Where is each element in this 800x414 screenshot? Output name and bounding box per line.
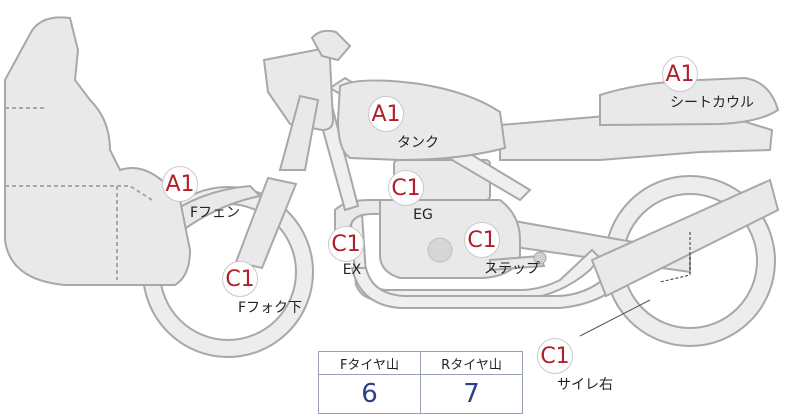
front-tire-header: Fタイヤ山 xyxy=(318,351,421,375)
seat-cowl-label: シートカウル xyxy=(670,95,754,111)
front-fender-grade: A1 xyxy=(162,166,198,202)
step-grade: C1 xyxy=(464,222,500,258)
front-fork-lower-shape xyxy=(234,176,298,270)
muffler xyxy=(590,178,780,298)
rear-tire-value: 7 xyxy=(420,374,523,414)
exhaust-grade: C1 xyxy=(328,226,364,262)
tank-label: タンク xyxy=(397,135,439,151)
front-fender-label: Fフェン xyxy=(189,205,241,221)
muffler-right-grade: C1 xyxy=(537,338,573,374)
exhaust-label: EX xyxy=(342,262,362,278)
tire-tread-table: Fタイヤ山 Rタイヤ山 6 7 xyxy=(318,351,523,414)
seat-cowl-shape xyxy=(599,76,780,127)
front-fork xyxy=(278,94,320,171)
muffler-right-label: サイレ右 xyxy=(557,377,613,393)
engine-block xyxy=(379,159,521,279)
rear-tire-header: Rタイヤ山 xyxy=(420,351,523,375)
tank-grade: A1 xyxy=(368,96,404,132)
seat-cowl-grade: A1 xyxy=(662,56,698,92)
muffler-marker xyxy=(659,232,691,283)
step-shape xyxy=(489,254,546,272)
front-fork-lower-label: Fフォク下 xyxy=(237,300,303,316)
front-tire-value: 6 xyxy=(318,374,421,414)
step-label: ステップ xyxy=(484,261,540,277)
engine-grade: C1 xyxy=(388,170,424,206)
front-fork-lower-grade: C1 xyxy=(222,261,258,297)
handlebar-grip xyxy=(310,29,352,62)
engine-label: EG xyxy=(413,207,433,223)
muffler-leader-line xyxy=(579,299,651,337)
front-cowl xyxy=(4,16,192,286)
